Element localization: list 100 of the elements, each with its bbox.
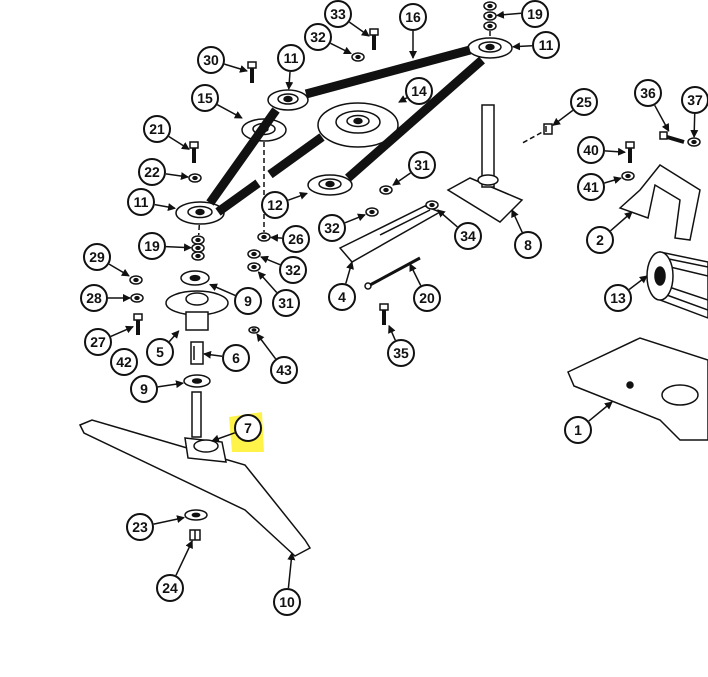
bolt bbox=[189, 141, 199, 163]
bolt bbox=[189, 529, 201, 541]
callout-circle bbox=[279, 256, 307, 284]
callout-number: 29 bbox=[89, 250, 105, 264]
leader-line bbox=[345, 261, 354, 284]
callout-number: 31 bbox=[414, 158, 430, 172]
callout-number: 27 bbox=[90, 335, 106, 349]
leader-line bbox=[270, 234, 282, 242]
callout-circle bbox=[681, 86, 708, 114]
leader-line bbox=[287, 552, 296, 588]
leader-line bbox=[260, 256, 280, 266]
leader-line bbox=[437, 209, 458, 228]
leader-line bbox=[690, 114, 698, 138]
spindle-shaft bbox=[184, 391, 227, 463]
callout-circle bbox=[399, 3, 427, 31]
callout-number: 15 bbox=[197, 91, 213, 105]
callout-circle bbox=[126, 513, 154, 541]
callout-circle bbox=[191, 84, 219, 112]
leader-line bbox=[388, 324, 396, 340]
washer bbox=[257, 232, 271, 242]
callout-circle bbox=[272, 289, 300, 317]
roller bbox=[646, 251, 708, 320]
pulley bbox=[467, 37, 513, 59]
callout-number: 10 bbox=[279, 595, 295, 609]
nut bbox=[379, 185, 393, 195]
callout-number: 40 bbox=[583, 143, 599, 157]
callout-number: 6 bbox=[232, 351, 240, 365]
callout-number: 19 bbox=[144, 239, 160, 253]
callout-number: 37 bbox=[687, 93, 703, 107]
leader-line bbox=[496, 10, 522, 19]
callout-circle bbox=[156, 574, 184, 602]
spindle-housing bbox=[165, 290, 229, 331]
callout-circle bbox=[130, 375, 158, 403]
deck-frame bbox=[567, 337, 708, 441]
leader-line bbox=[344, 214, 366, 224]
callout-number: 9 bbox=[244, 294, 252, 308]
leader-line bbox=[211, 432, 236, 442]
callout-number: 22 bbox=[144, 165, 160, 179]
center-line bbox=[522, 131, 544, 144]
callout-number: 2 bbox=[596, 233, 604, 247]
callout-number: 4 bbox=[338, 290, 346, 304]
leader-line bbox=[154, 203, 176, 211]
callout-circle bbox=[273, 588, 301, 616]
callout-number: 21 bbox=[149, 122, 165, 136]
leader-line bbox=[409, 263, 422, 286]
callout-number: 30 bbox=[203, 53, 219, 67]
callout-circle bbox=[110, 348, 138, 376]
bearing bbox=[180, 270, 210, 286]
leader-line bbox=[168, 136, 190, 150]
callout-number: 16 bbox=[405, 10, 421, 24]
bearing bbox=[183, 374, 211, 388]
callout-circle bbox=[413, 284, 441, 312]
leader-line bbox=[108, 294, 131, 302]
leader-line bbox=[285, 72, 294, 90]
leader-line bbox=[209, 284, 236, 296]
callout-circle bbox=[324, 0, 352, 28]
leader-line bbox=[154, 515, 185, 525]
washer bbox=[247, 262, 261, 272]
callout-number: 42 bbox=[116, 355, 132, 369]
leader-line bbox=[108, 263, 130, 277]
washer bbox=[184, 509, 208, 521]
callout-circle bbox=[304, 23, 332, 51]
callout-circle bbox=[521, 0, 549, 28]
callout-circle bbox=[138, 158, 166, 186]
leader-line bbox=[409, 31, 417, 59]
callout-circle bbox=[387, 339, 415, 367]
callout-circle bbox=[586, 226, 614, 254]
callout-circle bbox=[80, 284, 108, 312]
washer-stack bbox=[483, 1, 497, 31]
leader-line bbox=[175, 540, 193, 576]
washer bbox=[621, 171, 635, 181]
callout-number: 5 bbox=[156, 345, 164, 359]
leader-line bbox=[512, 42, 532, 50]
callout-number: 32 bbox=[285, 263, 301, 277]
leader-line bbox=[330, 42, 352, 54]
spacer bbox=[190, 341, 204, 365]
callout-circle bbox=[408, 151, 436, 179]
callout-number: 11 bbox=[538, 38, 554, 52]
callout-circle bbox=[261, 191, 289, 219]
callout-number: 34 bbox=[460, 229, 476, 243]
callout-circle bbox=[197, 46, 225, 74]
callout-number: 7 bbox=[244, 421, 252, 435]
callout-circle bbox=[570, 88, 598, 116]
callout-number: 28 bbox=[86, 291, 102, 305]
leader-line bbox=[168, 330, 180, 342]
bracket bbox=[618, 164, 701, 241]
leader-line bbox=[158, 380, 184, 388]
callout-number: 32 bbox=[324, 221, 340, 235]
leader-line bbox=[216, 104, 243, 119]
washer-stack bbox=[191, 235, 205, 261]
callout-number: 33 bbox=[330, 7, 346, 21]
callout-number: 35 bbox=[393, 346, 409, 360]
callout-number: 24 bbox=[162, 581, 178, 595]
leader-line bbox=[604, 148, 626, 156]
leader-line bbox=[392, 172, 411, 186]
callout-circle bbox=[127, 188, 155, 216]
bushing bbox=[248, 326, 260, 334]
pulley bbox=[267, 89, 309, 111]
bolt bbox=[364, 256, 421, 290]
callout-number: 12 bbox=[267, 198, 283, 212]
